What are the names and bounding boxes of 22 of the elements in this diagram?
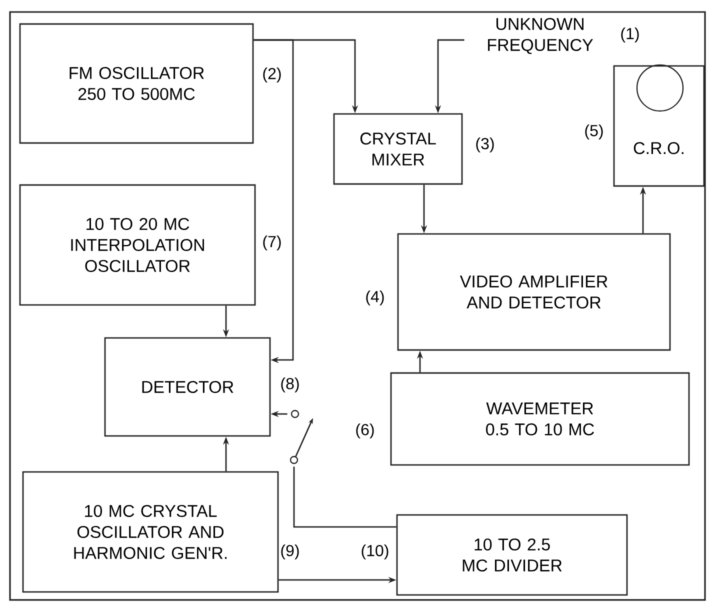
callout-number: (2) xyxy=(263,68,281,82)
block-box: 10 TO 2.5 MC DIVIDER xyxy=(396,514,628,596)
block-box: VIDEO AMPLIFIER AND DETECTOR xyxy=(397,233,671,351)
callout-number: (9) xyxy=(281,544,299,560)
callout-number: (4) xyxy=(366,290,384,306)
callout-number: (1) xyxy=(621,28,639,42)
callout-number: (6) xyxy=(356,424,374,438)
block-box: DETECTOR xyxy=(104,337,271,437)
block-box: FM OSCILLATOR 250 TO 500MC xyxy=(19,23,254,144)
callout-number: (7) xyxy=(263,236,281,250)
block-box: 10 MC CRYSTAL OSCILLATOR AND HARMONIC GEN'R. xyxy=(22,471,279,593)
block-box: CRYSTAL MIXER xyxy=(333,113,463,185)
switch-symbol xyxy=(290,410,313,464)
callout-number: (10) xyxy=(362,544,388,560)
callout-number: (3) xyxy=(476,138,494,152)
cro-drawing: C.R.O. xyxy=(613,64,705,187)
block-box: 10 TO 20 MC INTERPOLATION OSCILLATOR xyxy=(19,184,256,306)
input-label: UNKNOWN FREQUENCY xyxy=(488,18,593,54)
callout-number: (8) xyxy=(281,378,299,392)
block-box: WAVEMETER 0.5 TO 10 MC xyxy=(390,372,690,466)
connector-arrow xyxy=(254,39,294,364)
callout-number: (5) xyxy=(585,124,603,140)
